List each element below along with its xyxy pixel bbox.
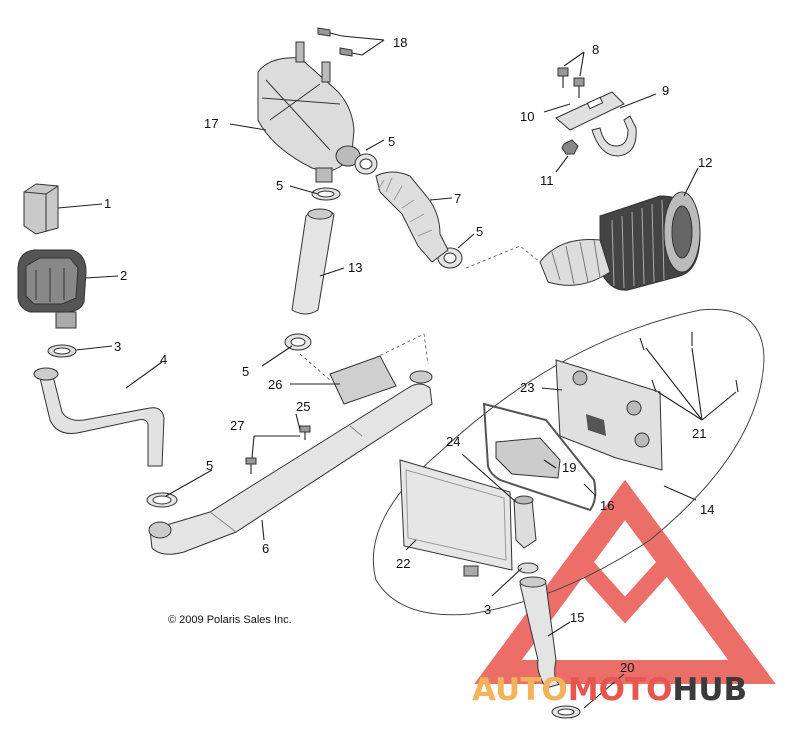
part-bolts-18 — [317, 27, 363, 57]
callout-17: 17 — [204, 116, 218, 131]
part-elbow-tube-4 — [33, 367, 165, 467]
part-label-26 — [329, 355, 397, 405]
part-clamp-20 — [551, 705, 581, 719]
part-fitting-24 — [513, 495, 537, 549]
callout-1: 1 — [104, 196, 111, 211]
part-outline-14 — [372, 308, 765, 616]
part-airbox-cover-17 — [257, 41, 361, 183]
callout-4: 4 — [160, 352, 167, 367]
callout-10: 10 — [520, 109, 534, 124]
callout-22: 22 — [396, 556, 410, 571]
callout-7: 7 — [454, 191, 461, 206]
callout-5-bottom: 5 — [206, 458, 213, 473]
part-clamp-3-bottom — [517, 562, 539, 574]
callout-18: 18 — [393, 35, 407, 50]
watermark-logo-icon — [474, 479, 776, 684]
callout-13: 13 — [348, 260, 362, 275]
callout-3-left: 3 — [114, 339, 121, 354]
part-clamp-5-small — [311, 187, 341, 201]
part-screws-21 — [639, 332, 739, 393]
part-clamp-3 — [47, 344, 77, 358]
watermark-part-moto: MOTO — [568, 672, 673, 708]
part-clamp-5-bottom — [146, 492, 178, 508]
watermark-part-hub: HUB — [672, 672, 747, 708]
callout-19: 19 — [562, 460, 576, 475]
leader-lines — [57, 35, 737, 709]
callout-5-top: 5 — [388, 134, 395, 149]
callout-12: 12 — [698, 155, 712, 170]
callout-2: 2 — [120, 268, 127, 283]
part-duct-6 — [148, 370, 433, 555]
callout-labels: 1 2 3 4 17 18 5 5 7 5 13 5 26 25 27 5 6 … — [104, 35, 714, 675]
callout-5-right: 5 — [476, 224, 483, 239]
part-block-1 — [23, 183, 59, 235]
part-bracket-9 — [555, 91, 637, 157]
callout-8: 8 — [592, 42, 599, 57]
copyright-text: © 2009 Polaris Sales Inc. — [168, 614, 292, 626]
part-tube-15 — [519, 576, 562, 689]
callout-5-mid: 5 — [242, 364, 249, 379]
part-foam-19 — [495, 437, 561, 479]
part-air-filter-12 — [539, 191, 701, 291]
watermark-part-auto: AUTO — [472, 672, 568, 708]
callout-5-small: 5 — [276, 178, 283, 193]
callout-6: 6 — [262, 541, 269, 556]
part-bolts-8 — [557, 67, 585, 98]
callout-15: 15 — [570, 610, 584, 625]
part-nut-11 — [561, 139, 579, 155]
callout-20: 20 — [620, 660, 634, 675]
watermark-wordmark: AUTOMOTOHUB — [472, 672, 747, 708]
part-clamp-5-top — [354, 153, 378, 175]
callout-16: 16 — [600, 498, 614, 513]
callout-25: 25 — [296, 399, 310, 414]
part-gasket-16 — [482, 402, 597, 512]
callout-23: 23 — [520, 380, 534, 395]
callout-11: 11 — [540, 173, 554, 188]
callout-21: 21 — [692, 426, 706, 441]
callout-26: 26 — [268, 377, 282, 392]
part-plate-23 — [555, 359, 663, 471]
callout-24: 24 — [446, 434, 460, 449]
callout-3-bottom: 3 — [484, 602, 491, 617]
callout-9: 9 — [662, 83, 669, 98]
part-cover-22 — [399, 459, 513, 577]
callout-27: 27 — [230, 418, 244, 433]
part-airbox-2 — [17, 249, 87, 329]
callout-14: 14 — [700, 502, 714, 517]
part-tube-13 — [291, 208, 335, 315]
part-hose-7 — [375, 171, 449, 263]
